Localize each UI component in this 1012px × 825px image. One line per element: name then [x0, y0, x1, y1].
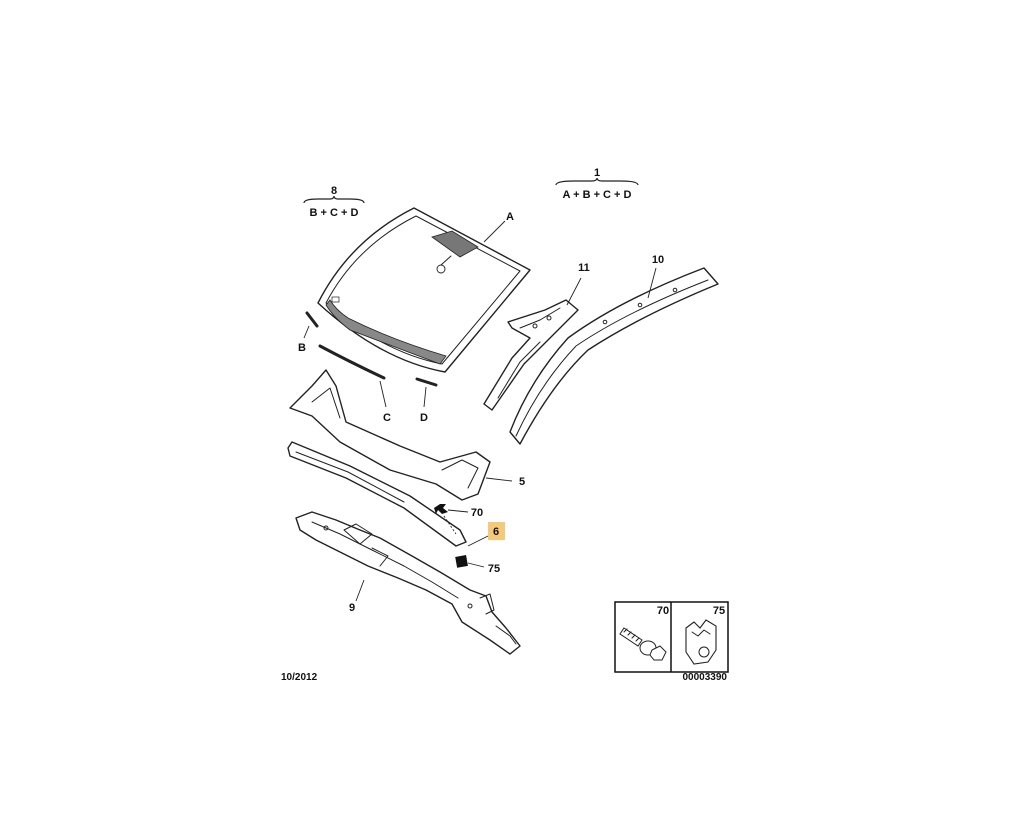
bolt-thread-lines [623, 628, 640, 642]
legend-label-75: 75 [713, 605, 725, 617]
callout-d: D [420, 412, 428, 424]
part-9-hole-2 [467, 603, 473, 609]
cross-icon-70 [434, 504, 448, 514]
callout-6: 6 [493, 526, 499, 538]
seal-c-shape [318, 344, 386, 380]
windscreen-tint-strip [431, 230, 479, 258]
diagram-reference: 00003390 [683, 672, 728, 683]
bolt-head [649, 645, 667, 661]
leader-b [303, 325, 310, 339]
part-6: 6 [467, 522, 505, 547]
leader-70 [447, 509, 469, 513]
part-5-detail-2 [441, 459, 479, 489]
part-10-hole-3 [672, 287, 678, 293]
leader-9 [355, 579, 365, 602]
seal-b-shape [305, 311, 319, 328]
callout-5: 5 [519, 476, 525, 488]
part-11-detail-2 [497, 341, 541, 399]
scuttle-lower-strip [287, 441, 467, 547]
group-8-brace [303, 195, 365, 204]
part-9-hole-1 [323, 525, 329, 531]
part-5-scuttle: 5 [289, 369, 525, 501]
windscreen-lower-band [325, 299, 447, 365]
clip-icon [685, 619, 717, 665]
scuttle-strip-detail [295, 451, 405, 503]
leader-d [423, 386, 427, 408]
part-9-detail-2 [343, 523, 373, 545]
part-10-detail [515, 279, 709, 437]
part-9-detail-3 [371, 547, 389, 567]
callout-75: 75 [488, 563, 500, 575]
group-label-8: 8 B + C + D [303, 185, 365, 219]
fixings-legend: 70 75 [614, 601, 729, 673]
part-10-hole-1 [602, 319, 608, 325]
mirror-mount-icon [436, 264, 446, 274]
seal-d-shape [415, 377, 438, 387]
group-1-parts: A + B + C + D [563, 189, 632, 201]
leader-c [379, 380, 387, 408]
part-9-crossmember: 9 [295, 511, 521, 655]
part-5-shape [289, 369, 491, 501]
part-11-bracket: 11 [483, 262, 590, 411]
bolt-icon [619, 627, 667, 661]
callout-10: 10 [652, 254, 664, 266]
square-icon-75 [455, 555, 468, 568]
callout-b: B [298, 342, 306, 354]
part-10-shape [509, 267, 719, 445]
bolt-thread [619, 627, 643, 647]
windscreen: A [317, 207, 531, 373]
part-10-hole-2 [637, 302, 643, 308]
part-5-detail-1 [311, 387, 341, 419]
mirror-mount-stem [440, 255, 452, 266]
group-8-number: 8 [331, 185, 337, 197]
clip-hole [698, 646, 710, 658]
seal-b: B [298, 311, 319, 354]
seal-d: D [415, 377, 438, 424]
scuttle-strip-shape [287, 441, 467, 547]
seal-c: C [318, 344, 391, 424]
group-label-1: 1 A + B + C + D [555, 167, 639, 201]
windscreen-outer [317, 207, 531, 373]
clip-detail [691, 629, 711, 637]
group-1-brace [555, 177, 639, 186]
part-9-shape [295, 511, 521, 655]
fixing-70: 70 [434, 504, 483, 519]
date-code: 10/2012 [281, 672, 318, 683]
group-8-parts: B + C + D [310, 207, 359, 219]
legend-label-70: 70 [657, 605, 669, 617]
part-11-hole-1 [532, 323, 538, 329]
leader-75 [467, 562, 485, 568]
highlight-6 [488, 522, 505, 540]
callout-70: 70 [471, 507, 483, 519]
leader-5 [485, 477, 513, 482]
part-11-hole-2 [546, 315, 552, 321]
group-1-number: 1 [594, 167, 600, 179]
callout-9: 9 [349, 602, 355, 614]
leader-6 [467, 535, 489, 547]
fixing-75: 75 [455, 555, 500, 575]
windscreen-sensor [331, 296, 340, 303]
callout-c: C [383, 412, 391, 424]
callout-11: 11 [578, 262, 590, 274]
leader-10 [647, 267, 657, 299]
leader-11 [566, 277, 582, 306]
callout-a: A [506, 211, 514, 223]
leader-a [483, 220, 506, 243]
part-9-detail-4 [479, 593, 495, 615]
part-9-detail-5 [495, 625, 517, 645]
clip-body [685, 619, 717, 665]
part-10-rail: 10 [509, 254, 719, 445]
part-9-detail-1 [311, 521, 459, 599]
part-11-detail-1 [519, 307, 561, 329]
